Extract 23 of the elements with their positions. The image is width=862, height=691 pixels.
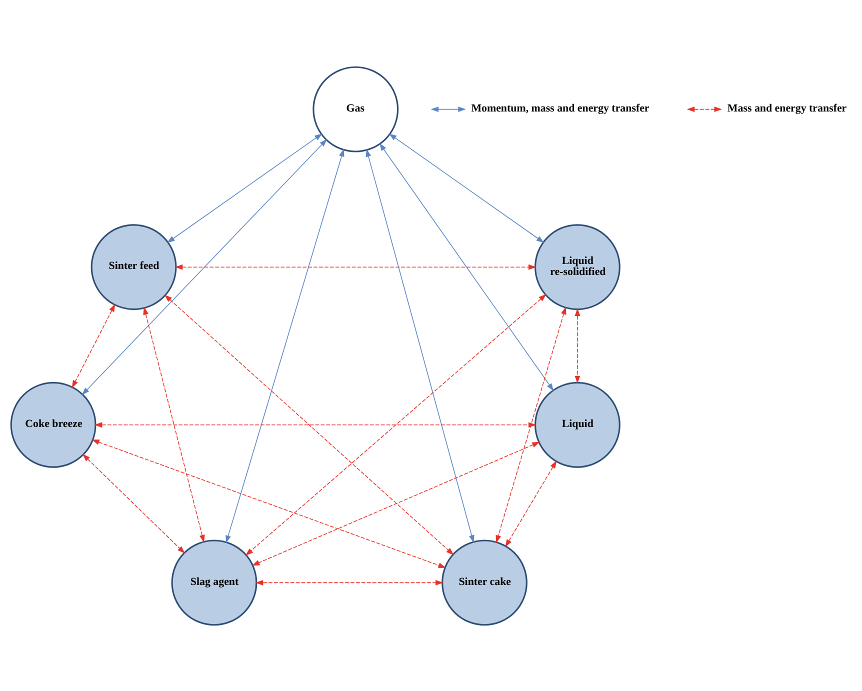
- arrow: [252, 441, 540, 566]
- arrow: [174, 264, 536, 270]
- arrow: [379, 142, 554, 391]
- arrow: [255, 579, 444, 585]
- arrow: [164, 294, 454, 555]
- arrow: [366, 148, 474, 542]
- arrow: [496, 306, 566, 543]
- arrow: [505, 460, 557, 547]
- arrow: [94, 422, 536, 428]
- node-circle: Coke breeze: [10, 381, 96, 468]
- arrow: [72, 303, 116, 388]
- arrow: [82, 138, 328, 395]
- arrow: [143, 306, 205, 542]
- arrow: [92, 439, 446, 568]
- node-circle: Slag agent: [171, 539, 258, 626]
- arrow: [226, 148, 344, 543]
- arrow: [82, 453, 186, 554]
- arrow: [388, 132, 544, 242]
- legend-label: Mass and energy transfer: [727, 102, 847, 114]
- legend-label: Momentum, mass and energy transfer: [471, 102, 650, 114]
- arrow: [245, 294, 546, 556]
- arrow: [574, 308, 580, 384]
- arrow: [167, 132, 322, 242]
